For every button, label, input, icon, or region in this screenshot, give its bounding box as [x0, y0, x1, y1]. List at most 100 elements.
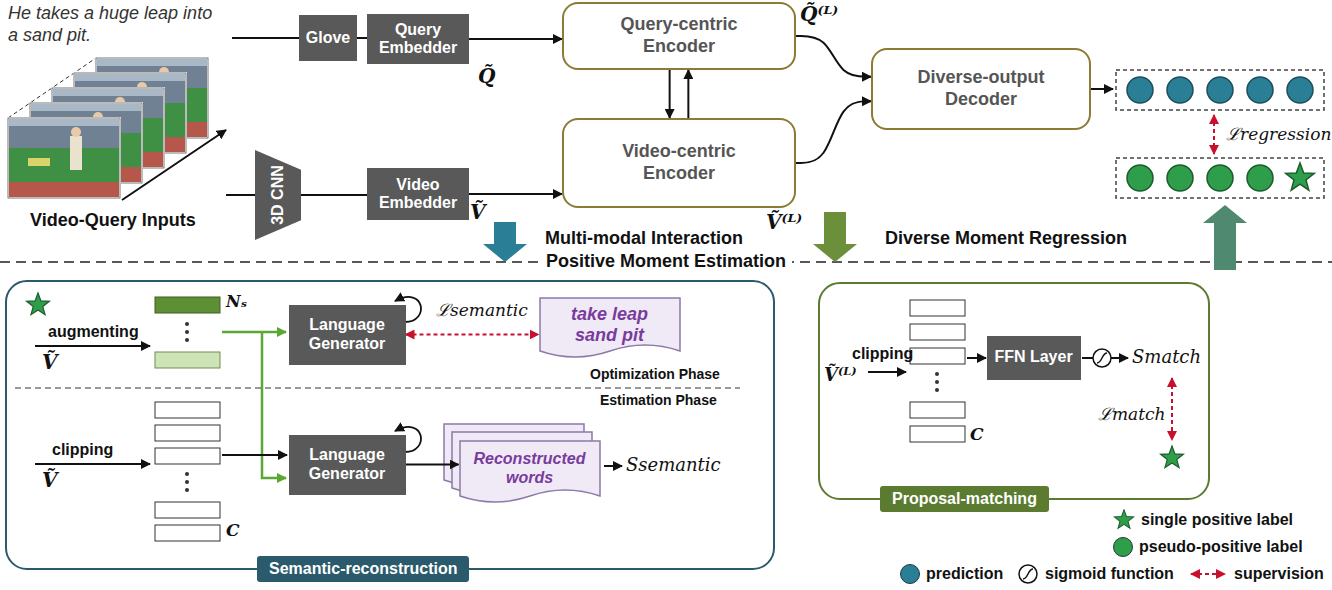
legend-symbol — [1188, 563, 1228, 585]
math-symbol: Ṽ⁽ᴸ⁾ — [824, 364, 857, 386]
proposal-slab — [910, 348, 965, 364]
section-title: Positive Moment Estimation — [540, 251, 792, 273]
label-slot: Positive Moment Estimation — [540, 251, 792, 273]
proposal-slab — [155, 525, 220, 541]
legend-symbol — [1113, 509, 1135, 531]
math-symbol: C — [970, 424, 984, 444]
feature-wire — [262, 332, 286, 478]
label-slot: clipping — [852, 344, 913, 363]
query-sentence: He takes a huge leap into a sand pit. — [8, 3, 220, 46]
generator-box: Language Generator — [289, 305, 406, 365]
supervision-arrow — [1213, 115, 1215, 154]
label-slot: Ṽ — [470, 200, 486, 224]
pseudo-label-group — [1116, 158, 1324, 198]
math-symbol: C — [226, 520, 240, 540]
loss-label: ℒregression — [1226, 124, 1331, 144]
sigmoid-curve — [1023, 569, 1033, 579]
node-label: Reconstructed words — [469, 450, 591, 487]
proposal-slab — [155, 502, 220, 518]
label-slot: Video-Query Inputs — [30, 210, 196, 232]
feature-wire — [222, 331, 286, 334]
connector — [796, 101, 871, 163]
proposal-wire — [967, 357, 986, 359]
ellipsis-dot — [185, 322, 189, 326]
score-arrow — [604, 465, 622, 467]
label-slot: ℒsemantic — [436, 300, 528, 320]
clip-arrow — [868, 371, 906, 373]
ellipsis-dot — [935, 388, 939, 392]
embedding-box: Glove — [299, 15, 357, 61]
legend-entry: sigmoid function — [1017, 562, 1174, 586]
text-group: Diverse-output Decoder — [909, 67, 1053, 110]
panel-tab: Proposal-matching — [880, 486, 1049, 512]
connector — [406, 464, 459, 466]
connector — [406, 334, 539, 336]
label-slot: Q̃⁽ᴸ⁾ — [800, 2, 838, 26]
feature-slab — [155, 297, 220, 313]
label-slot: augmenting — [48, 322, 139, 341]
node-label: FFN Layer — [991, 348, 1077, 366]
label-slot: Ṽ⁽ᴸ⁾ — [824, 364, 857, 386]
text-group: Video-centric Encoder — [604, 141, 754, 184]
proposal-wire — [222, 454, 287, 456]
connector — [796, 36, 871, 77]
label-slot: Multi-modal Interaction — [545, 228, 743, 250]
positive-star — [1161, 446, 1184, 468]
legend-text: prediction — [926, 565, 1003, 583]
node-label: Query-centric Encoder — [604, 14, 754, 57]
legend-entry: pseudo-positive label — [1113, 535, 1303, 559]
label-slot: Diverse Moment Regression — [885, 228, 1127, 250]
proposal-slab — [155, 402, 220, 418]
feature-slab — [155, 352, 220, 368]
text-group: Language Generator — [295, 316, 400, 353]
prediction-dot — [1247, 77, 1273, 103]
legend-text: pseudo-positive label — [1139, 538, 1303, 556]
score-label: Smatch — [1132, 346, 1201, 368]
sigmoid-symbol — [1019, 565, 1037, 583]
legend-swatch — [900, 564, 920, 584]
sigmoid-symbol — [1093, 349, 1111, 367]
augment-arrow — [35, 345, 150, 347]
node-label: Diverse-output Decoder — [909, 67, 1053, 110]
ellipsis-dot — [935, 380, 939, 384]
label-slot: He takes a huge leap into a sand pit. — [8, 3, 220, 46]
document-fill — [540, 298, 680, 357]
ffn-box: FFN Layer — [987, 336, 1081, 380]
section-title: Diverse Moment Regression — [885, 228, 1127, 250]
label-slot: Nₛ — [226, 292, 247, 311]
time-axis-arrow — [122, 130, 226, 200]
ellipsis-dot — [185, 330, 189, 334]
text-group: 3D CNN — [269, 165, 287, 225]
legend-entry: supervision — [1188, 562, 1324, 586]
encoder-box: Video-centric Encoder — [562, 118, 796, 208]
text-group: Glove — [303, 29, 353, 47]
text-group: Video Embedder — [373, 176, 463, 213]
legend-text: single positive label — [1141, 511, 1293, 529]
generator-box: Language Generator — [289, 435, 406, 495]
proposal-slab — [155, 448, 220, 464]
loss-label: ℒmatch — [1098, 404, 1166, 424]
legend-entry: single positive label — [1113, 508, 1293, 532]
text-group: take leap sand pit — [559, 304, 661, 345]
text-group: Query-centric Encoder — [604, 14, 754, 57]
text-group: Query Embedder — [373, 21, 463, 58]
node-label: Language Generator — [295, 446, 400, 483]
pseudo-label-dot — [1127, 165, 1153, 191]
node-label: Video-centric Encoder — [604, 141, 754, 184]
node-label: Video Embedder — [373, 176, 463, 213]
embedder-box: Video Embedder — [367, 168, 469, 220]
operation-label: augmenting — [48, 322, 139, 341]
supervision-arrow — [1191, 573, 1225, 575]
text-group: Language Generator — [295, 446, 400, 483]
video-frame — [8, 118, 120, 198]
proposal-slab — [910, 324, 965, 340]
output-arrow — [1090, 88, 1113, 90]
math-symbol: Ṽ — [470, 200, 486, 224]
label-slot: Ṽ⁽ᴸ⁾ — [766, 210, 802, 234]
operation-label: clipping — [52, 440, 113, 459]
ellipsis-dot — [185, 488, 189, 492]
cnn-trapezoid: 3D CNN — [255, 150, 301, 240]
score-wire — [1082, 357, 1093, 359]
section-title: Video-Query Inputs — [30, 210, 196, 232]
